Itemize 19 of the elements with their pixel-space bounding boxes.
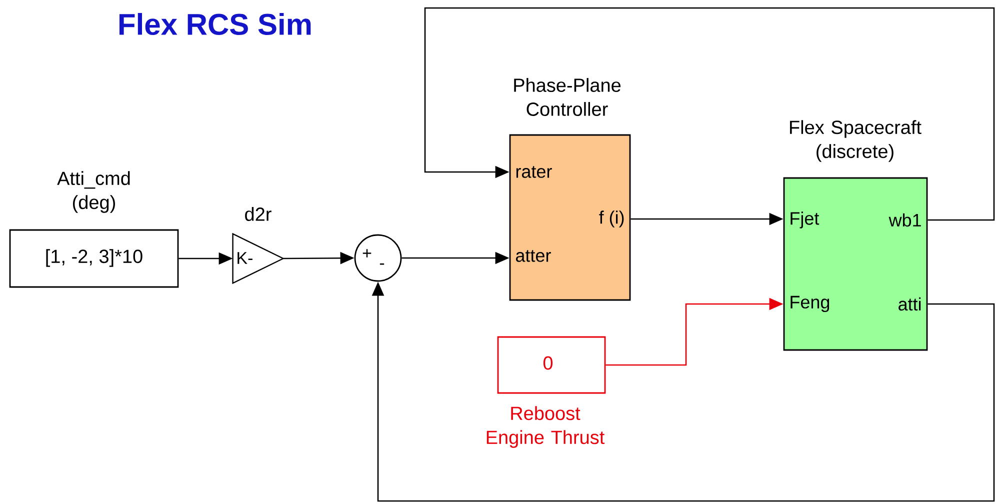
port-label: f (i) bbox=[599, 210, 624, 228]
port-label: rater bbox=[516, 166, 552, 178]
block-label: Atti_cmd (deg) bbox=[57, 171, 130, 213]
port-label: atter bbox=[516, 250, 551, 262]
sign-label: + bbox=[362, 249, 372, 258]
title: Flex RCS Sim bbox=[119, 12, 311, 36]
port-label: Fjet bbox=[790, 212, 820, 228]
block-label: Flex Spacecraft (discrete) bbox=[790, 120, 922, 162]
port-label: wb1 bbox=[888, 213, 921, 227]
block-value: [1, -2, 3]*10 bbox=[46, 249, 142, 267]
gain-value: K- bbox=[238, 252, 252, 264]
sign-label: - bbox=[380, 263, 384, 265]
block-label: d2r bbox=[245, 207, 272, 221]
block-label: Phase-Plane Controller bbox=[514, 78, 621, 116]
block-label: Reboost Engine Thrust bbox=[486, 406, 605, 448]
block-value: 0 bbox=[543, 356, 553, 370]
port-label: Feng bbox=[790, 296, 830, 312]
signal-line bbox=[424, 7, 995, 221]
port-label: atti bbox=[898, 297, 921, 311]
